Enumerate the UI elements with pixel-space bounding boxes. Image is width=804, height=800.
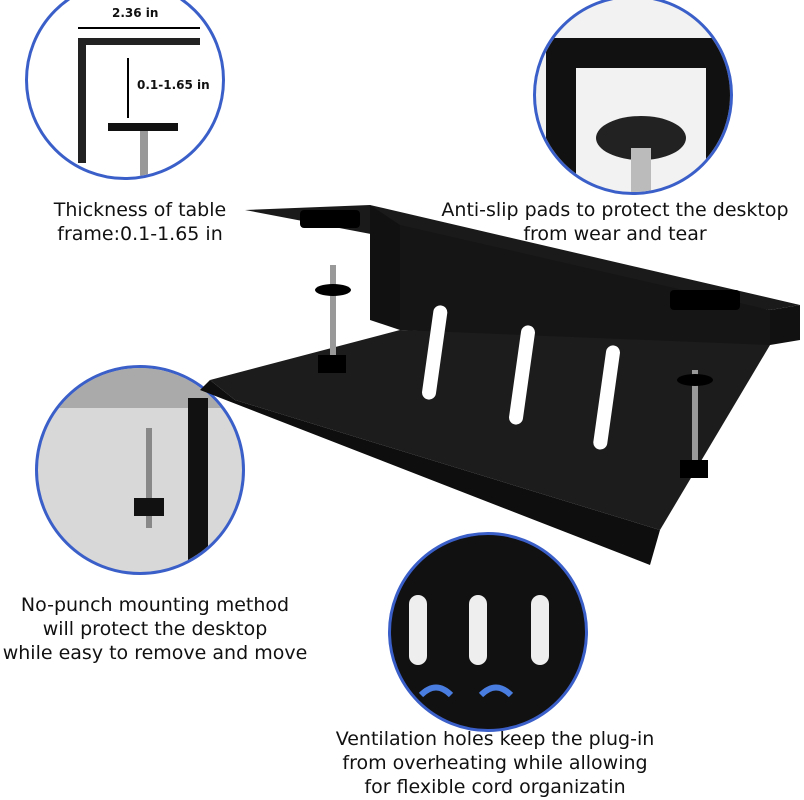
mounting-illustration: [38, 368, 242, 572]
width-label: 2.36 in: [112, 6, 159, 20]
caption-line: Thickness of table: [53, 199, 227, 221]
ventilation-circle: [388, 532, 588, 732]
anti-slip-caption: Anti-slip pads to protect the desktop fr…: [420, 198, 804, 246]
ventilation-illustration: [409, 595, 549, 698]
no-punch-caption: No-punch mounting method will protect th…: [0, 593, 310, 665]
caption-line: for flexible cord organizatin: [364, 776, 626, 798]
caption-line: Anti-slip pads to protect the desktop: [441, 199, 789, 221]
caption-line: from overheating while allowing: [342, 752, 648, 774]
thickness-caption: Thickness of table frame:0.1-1.65 in: [40, 198, 240, 246]
caption-line: while easy to remove and move: [2, 642, 308, 664]
pad-illustration: [546, 38, 730, 192]
mounting-circle: [35, 365, 245, 575]
caption-line: from wear and tear: [523, 223, 707, 245]
caption-line: No-punch mounting method: [20, 594, 290, 616]
caption-line: Ventilation holes keep the plug-in: [335, 728, 655, 750]
clamp-illustration: [78, 27, 200, 177]
caption-line: will protect the desktop: [42, 618, 268, 640]
height-label: 0.1-1.65 in: [137, 78, 210, 92]
caption-line: frame:0.1-1.65 in: [57, 223, 223, 245]
anti-slip-pad-circle: [533, 0, 733, 195]
ventilation-caption: Ventilation holes keep the plug-in from …: [300, 727, 690, 799]
clamp-dimension-circle: [25, 0, 225, 180]
